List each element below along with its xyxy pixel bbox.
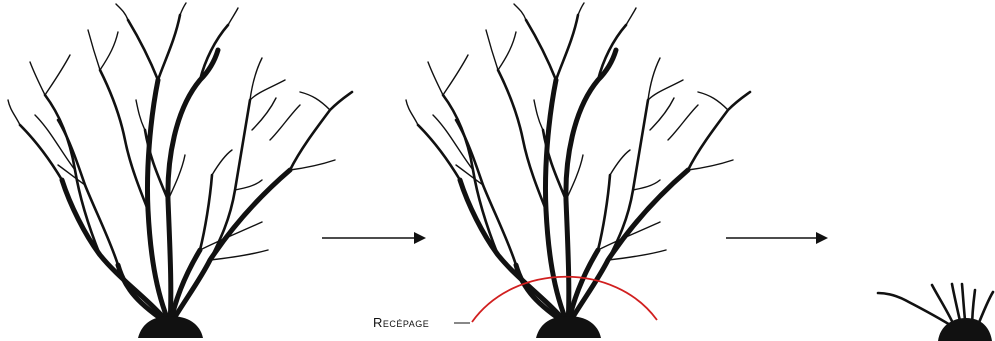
stump [138,316,203,338]
tree-after [878,284,993,341]
tree-branches [8,3,352,325]
tree-before [8,3,352,338]
arrow-icon [322,232,426,244]
cut-label: Recépage [373,315,429,330]
arrow-icon [726,232,828,244]
stump [536,316,601,338]
tree-cut [406,3,750,338]
